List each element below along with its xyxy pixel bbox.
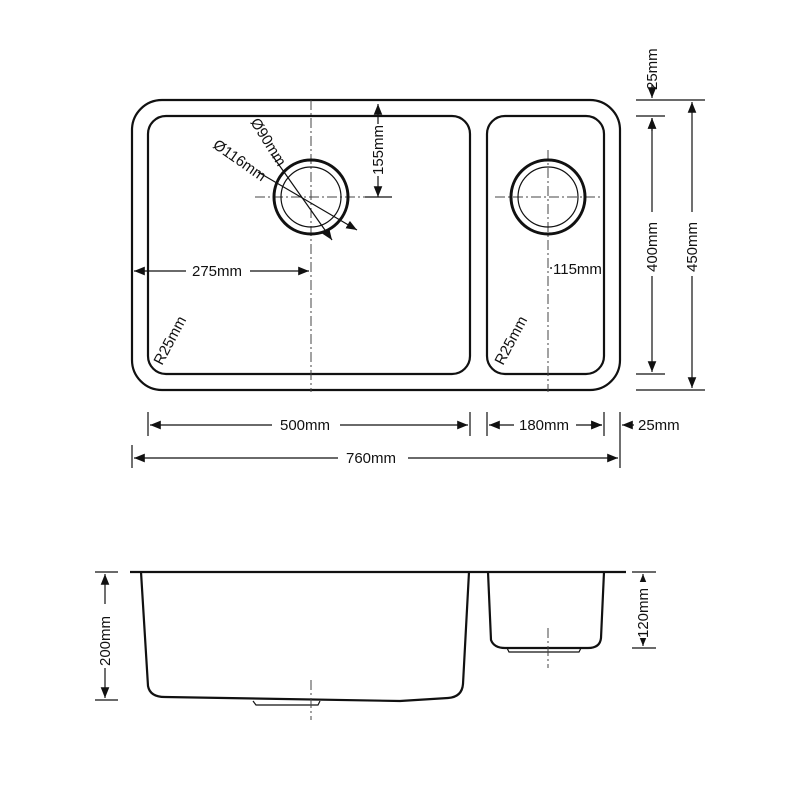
small-bowl-depth-label: 120mm: [635, 588, 652, 638]
sink-outline: [130, 98, 622, 392]
small-bowl-profile: [486, 571, 606, 650]
large-bowl-width-label: 500mm: [280, 417, 330, 434]
small-bowl: [485, 114, 606, 376]
plan-view: Ø116mm Ø90mm 155mm 275mm 115mm R25mm R25…: [130, 48, 705, 468]
rim-width-right-label: 25mm: [638, 417, 680, 434]
rim-width-top-label: 25mm: [644, 48, 661, 90]
small-drain: [509, 158, 587, 236]
large-bowl: [146, 114, 472, 376]
overall-width-label: 760mm: [346, 450, 396, 467]
overall-depth-label: 450mm: [684, 222, 701, 272]
small-drain-offset-label: 115mm: [553, 261, 602, 278]
corner-radius-right-label: R25mm: [492, 314, 532, 368]
bowl-depth-plan-label: 400mm: [644, 222, 661, 272]
large-bowl-depth-label: 200mm: [97, 616, 114, 666]
drain-offset-top-label: 155mm: [370, 125, 387, 175]
large-bowl-profile: [139, 571, 471, 703]
drain-offset-left-label: 275mm: [192, 263, 242, 280]
large-drain: [272, 158, 350, 236]
side-view: 200mm 120mm: [95, 570, 656, 720]
corner-radius-left-label: R25mm: [151, 314, 191, 368]
small-bowl-width-label: 180mm: [519, 417, 569, 434]
